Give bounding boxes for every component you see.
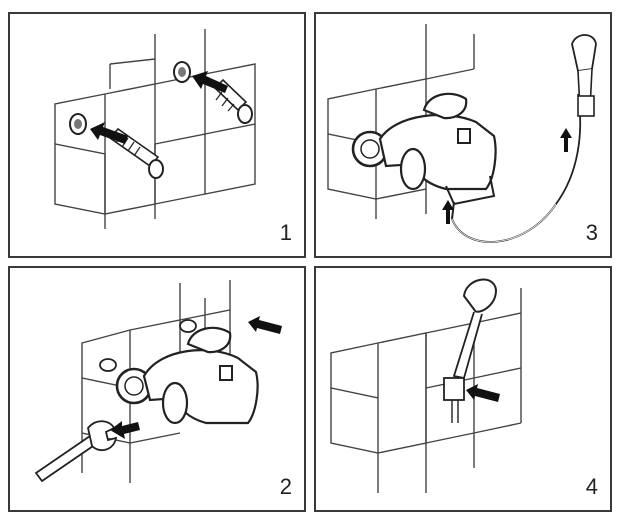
step-4-panel: 4 [314, 266, 612, 512]
step-1-panel: 1 [8, 12, 306, 258]
step-number: 3 [585, 220, 598, 245]
step-3-illustration [327, 24, 597, 243]
right-inlet [173, 61, 253, 124]
tighten-arrows [110, 316, 282, 439]
left-inlet [69, 113, 164, 179]
step-4-illustration [330, 278, 522, 493]
arrow-left-inlet [90, 122, 128, 144]
step-2-illustration [34, 280, 282, 483]
mixer-body [99, 319, 259, 425]
shower-holder [443, 377, 465, 423]
arrow-shower-up [560, 128, 572, 152]
hand-shower [571, 34, 597, 117]
arrow-wrench [110, 421, 140, 439]
step-number: 1 [279, 220, 292, 245]
hand-shower [452, 278, 498, 380]
wrench [34, 420, 118, 483]
step-2-panel: 2 [8, 266, 306, 512]
step-1-illustration [54, 29, 256, 229]
arrow-mixer-push [248, 316, 282, 334]
step-number: 4 [585, 474, 598, 499]
connect-arrows [442, 128, 572, 224]
wall-tiles [330, 288, 522, 493]
mount-arrow [466, 384, 500, 402]
arrow-hose-up [442, 200, 454, 224]
mixer-body [351, 92, 497, 206]
step-3-panel: 3 [314, 12, 612, 258]
shower-hose [451, 93, 582, 243]
push-arrows [90, 71, 228, 144]
arrow-holder [466, 384, 500, 402]
arrow-right-inlet [192, 71, 228, 93]
step-number: 2 [279, 474, 292, 499]
